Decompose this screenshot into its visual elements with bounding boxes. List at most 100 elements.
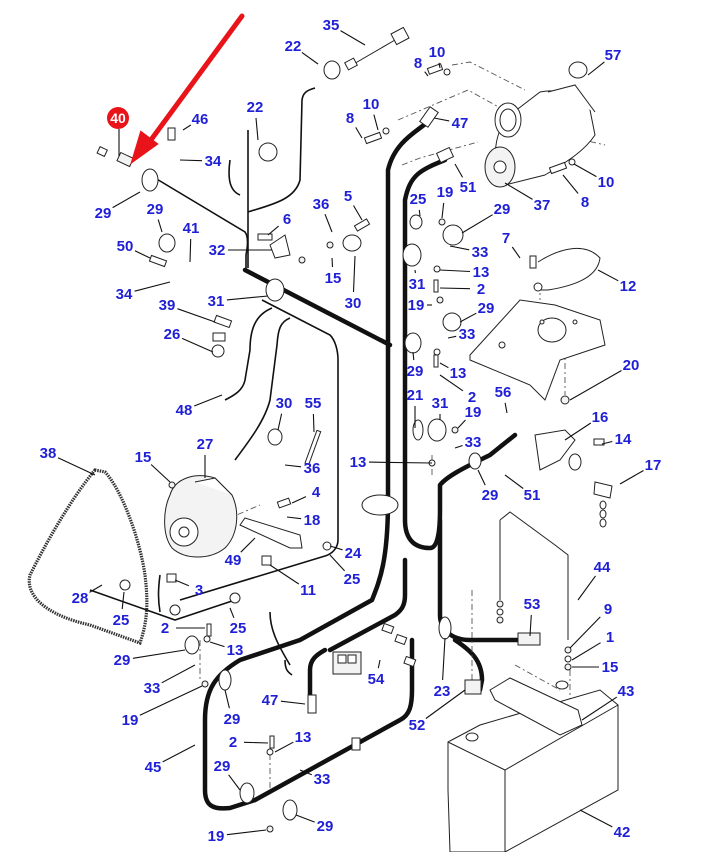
callout-label-8[interactable]: 8 <box>414 55 422 72</box>
callout-label-10[interactable]: 10 <box>363 96 380 113</box>
callout-label-53[interactable]: 53 <box>524 596 541 613</box>
callout-label-2[interactable]: 2 <box>229 734 237 751</box>
callout-label-29[interactable]: 29 <box>147 201 164 218</box>
callout-label-55[interactable]: 55 <box>305 395 322 412</box>
callout-label-29[interactable]: 29 <box>214 758 231 775</box>
callout-label-22[interactable]: 22 <box>247 99 264 116</box>
callout-label-34[interactable]: 34 <box>205 153 222 170</box>
callout-label-11[interactable]: 11 <box>300 582 316 599</box>
leader-line-12 <box>597 269 619 282</box>
callout-label-33[interactable]: 33 <box>459 326 476 343</box>
callout-label-29[interactable]: 29 <box>317 818 334 835</box>
callout-label-13[interactable]: 13 <box>450 365 467 382</box>
callout-label-6[interactable]: 6 <box>283 211 291 228</box>
callout-label-8[interactable]: 8 <box>581 194 589 211</box>
callout-label-2[interactable]: 2 <box>477 281 485 298</box>
callout-label-51[interactable]: 51 <box>524 487 541 504</box>
callout-label-12[interactable]: 12 <box>620 278 637 295</box>
callout-label-13[interactable]: 13 <box>227 642 244 659</box>
callout-label-47[interactable]: 47 <box>452 115 469 132</box>
callout-label-32[interactable]: 32 <box>209 242 226 259</box>
callout-label-36[interactable]: 36 <box>313 196 330 213</box>
highlighted-part-badge[interactable]: 40 <box>107 107 129 156</box>
callout-label-39[interactable]: 39 <box>159 297 176 314</box>
callout-label-36[interactable]: 36 <box>304 460 321 477</box>
callout-label-10[interactable]: 10 <box>598 174 615 191</box>
callout-label-2[interactable]: 2 <box>468 389 476 406</box>
callout-label-2[interactable]: 2 <box>161 620 169 637</box>
callout-label-3[interactable]: 3 <box>195 582 203 599</box>
callout-label-1[interactable]: 1 <box>606 629 614 646</box>
callout-label-25[interactable]: 25 <box>344 571 361 588</box>
callout-label-19[interactable]: 19 <box>408 297 425 314</box>
callout-label-29[interactable]: 29 <box>224 711 241 728</box>
callout-label-22[interactable]: 22 <box>285 38 302 55</box>
callout-label-9[interactable]: 9 <box>604 601 612 618</box>
callout-label-29[interactable]: 29 <box>95 205 112 222</box>
callout-label-13[interactable]: 13 <box>295 729 312 746</box>
callout-label-8[interactable]: 8 <box>346 110 354 127</box>
callout-label-29[interactable]: 29 <box>407 363 424 380</box>
callout-label-30[interactable]: 30 <box>345 295 362 312</box>
callout-label-23[interactable]: 23 <box>434 683 451 700</box>
callout-label-7[interactable]: 7 <box>502 230 510 247</box>
callout-label-38[interactable]: 38 <box>40 445 57 462</box>
callout-label-47[interactable]: 47 <box>262 692 279 709</box>
callout-label-25[interactable]: 25 <box>410 191 427 208</box>
callout-label-15[interactable]: 15 <box>135 449 152 466</box>
callout-label-56[interactable]: 56 <box>495 384 512 401</box>
callout-label-33[interactable]: 33 <box>465 434 482 451</box>
callout-label-16[interactable]: 16 <box>592 409 609 426</box>
callout-label-27[interactable]: 27 <box>197 436 214 453</box>
callout-label-4[interactable]: 4 <box>312 484 321 501</box>
callout-label-30[interactable]: 30 <box>276 395 293 412</box>
callout-label-49[interactable]: 49 <box>225 552 242 569</box>
callout-label-29[interactable]: 29 <box>114 652 131 669</box>
callout-label-13[interactable]: 13 <box>350 454 367 471</box>
callout-label-19[interactable]: 19 <box>208 828 225 845</box>
callout-label-41[interactable]: 41 <box>183 220 200 237</box>
callout-label-43[interactable]: 43 <box>618 683 635 700</box>
callout-label-14[interactable]: 14 <box>615 431 632 448</box>
callout-label-19[interactable]: 19 <box>465 404 482 421</box>
callout-label-18[interactable]: 18 <box>304 512 321 529</box>
callout-label-35[interactable]: 35 <box>323 17 340 34</box>
callout-label-13[interactable]: 13 <box>473 264 490 281</box>
callout-label-15[interactable]: 15 <box>602 659 619 676</box>
callout-label-50[interactable]: 50 <box>117 238 134 255</box>
callout-label-31[interactable]: 31 <box>409 276 426 293</box>
callout-label-54[interactable]: 54 <box>368 671 385 688</box>
callout-label-45[interactable]: 45 <box>145 759 162 776</box>
callout-label-21[interactable]: 21 <box>407 387 424 404</box>
callout-label-5[interactable]: 5 <box>344 188 352 205</box>
callout-label-44[interactable]: 44 <box>594 559 611 576</box>
callout-label-33[interactable]: 33 <box>144 680 161 697</box>
callout-label-29[interactable]: 29 <box>494 201 511 218</box>
callout-label-51[interactable]: 51 <box>460 179 477 196</box>
callout-label-20[interactable]: 20 <box>623 357 640 374</box>
callout-label-34[interactable]: 34 <box>116 286 133 303</box>
callout-label-26[interactable]: 26 <box>164 326 181 343</box>
callout-label-25[interactable]: 25 <box>113 612 130 629</box>
callout-label-37[interactable]: 37 <box>534 197 551 214</box>
callout-label-42[interactable]: 42 <box>614 824 631 841</box>
callout-label-15[interactable]: 15 <box>325 270 342 287</box>
callout-label-17[interactable]: 17 <box>645 457 662 474</box>
callout-label-57[interactable]: 57 <box>605 47 622 64</box>
callout-label-29[interactable]: 29 <box>482 487 499 504</box>
callout-label-31[interactable]: 31 <box>208 293 225 310</box>
callout-label-46[interactable]: 46 <box>192 111 209 128</box>
callout-label-29[interactable]: 29 <box>478 300 495 317</box>
callout-label-25[interactable]: 25 <box>230 620 247 637</box>
callout-label-52[interactable]: 52 <box>409 717 426 734</box>
callout-label-48[interactable]: 48 <box>176 402 193 419</box>
starter-motor <box>484 84 596 188</box>
callout-label-19[interactable]: 19 <box>122 712 139 729</box>
callout-label-24[interactable]: 24 <box>345 545 362 562</box>
callout-label-33[interactable]: 33 <box>472 244 489 261</box>
callout-label-33[interactable]: 33 <box>314 771 331 788</box>
callout-label-28[interactable]: 28 <box>72 590 89 607</box>
callout-label-10[interactable]: 10 <box>429 44 446 61</box>
callout-label-19[interactable]: 19 <box>437 184 454 201</box>
callout-label-31[interactable]: 31 <box>432 395 449 412</box>
